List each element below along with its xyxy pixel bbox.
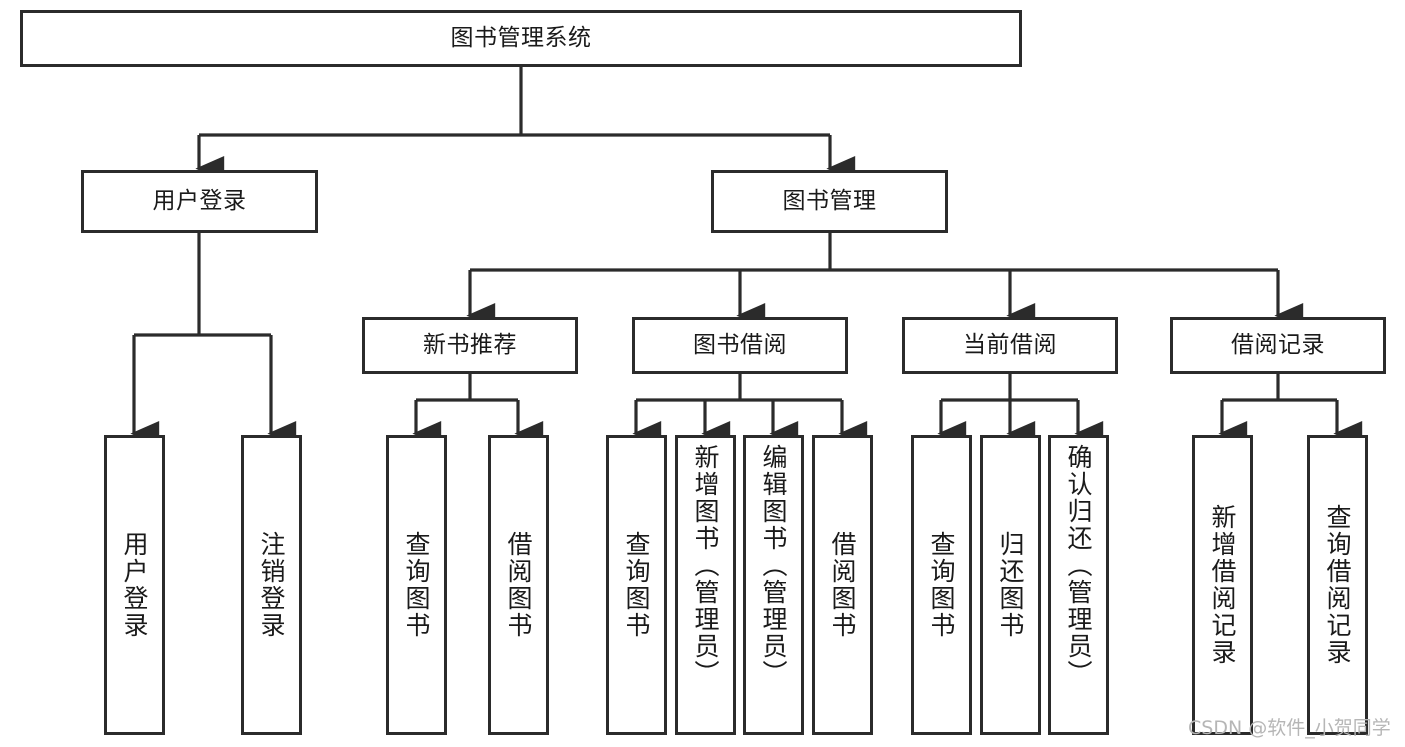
leaf-current-borrow-confirm[interactable]: 确认归还（管理员） bbox=[1048, 435, 1109, 735]
node-root-label: 图书管理系统 bbox=[450, 25, 592, 51]
node-borrow-record[interactable]: 借阅记录 bbox=[1170, 317, 1386, 374]
leaf-label: 借阅图书 bbox=[828, 531, 857, 639]
node-borrow-record-label: 借阅记录 bbox=[1231, 332, 1325, 358]
leaf-label: 借阅图书 bbox=[504, 531, 533, 639]
leaf-new-book-borrow[interactable]: 借阅图书 bbox=[488, 435, 549, 735]
leaf-label: 新增图书（管理员） bbox=[691, 444, 720, 687]
leaf-user-login-login[interactable]: 用户登录 bbox=[104, 435, 165, 735]
node-book-borrow[interactable]: 图书借阅 bbox=[632, 317, 848, 374]
node-current-borrow-label: 当前借阅 bbox=[963, 332, 1057, 358]
node-current-borrow[interactable]: 当前借阅 bbox=[902, 317, 1118, 374]
node-root[interactable]: 图书管理系统 bbox=[20, 10, 1022, 67]
leaf-book-borrow-query[interactable]: 查询图书 bbox=[606, 435, 667, 735]
leaf-current-borrow-query[interactable]: 查询图书 bbox=[911, 435, 972, 735]
node-user-login[interactable]: 用户登录 bbox=[81, 170, 318, 233]
leaf-label: 查询图书 bbox=[622, 531, 651, 639]
leaf-label: 查询图书 bbox=[402, 531, 431, 639]
leaf-label: 新增借阅记录 bbox=[1208, 504, 1237, 666]
leaf-label: 查询图书 bbox=[927, 531, 956, 639]
node-new-book[interactable]: 新书推荐 bbox=[362, 317, 578, 374]
leaf-book-borrow-add[interactable]: 新增图书（管理员） bbox=[675, 435, 736, 735]
leaf-label: 归还图书 bbox=[996, 531, 1025, 639]
leaf-label: 注销登录 bbox=[257, 531, 286, 639]
leaf-borrow-record-add[interactable]: 新增借阅记录 bbox=[1192, 435, 1253, 735]
leaf-label: 编辑图书（管理员） bbox=[759, 444, 788, 687]
leaf-book-borrow-edit[interactable]: 编辑图书（管理员） bbox=[743, 435, 804, 735]
node-book-manage[interactable]: 图书管理 bbox=[711, 170, 948, 233]
leaf-user-login-logout[interactable]: 注销登录 bbox=[241, 435, 302, 735]
leaf-label: 查询借阅记录 bbox=[1323, 504, 1352, 666]
node-user-login-label: 用户登录 bbox=[152, 188, 247, 214]
watermark: CSDN @软件_小贺同学 bbox=[1188, 717, 1391, 739]
node-new-book-label: 新书推荐 bbox=[423, 332, 517, 358]
leaf-label: 用户登录 bbox=[120, 531, 149, 639]
leaf-book-borrow-borrow[interactable]: 借阅图书 bbox=[812, 435, 873, 735]
node-book-borrow-label: 图书借阅 bbox=[693, 332, 787, 358]
leaf-borrow-record-query[interactable]: 查询借阅记录 bbox=[1307, 435, 1368, 735]
leaf-current-borrow-return[interactable]: 归还图书 bbox=[980, 435, 1041, 735]
node-book-manage-label: 图书管理 bbox=[782, 188, 877, 214]
leaf-label: 确认归还（管理员） bbox=[1064, 444, 1093, 687]
leaf-new-book-query[interactable]: 查询图书 bbox=[386, 435, 447, 735]
